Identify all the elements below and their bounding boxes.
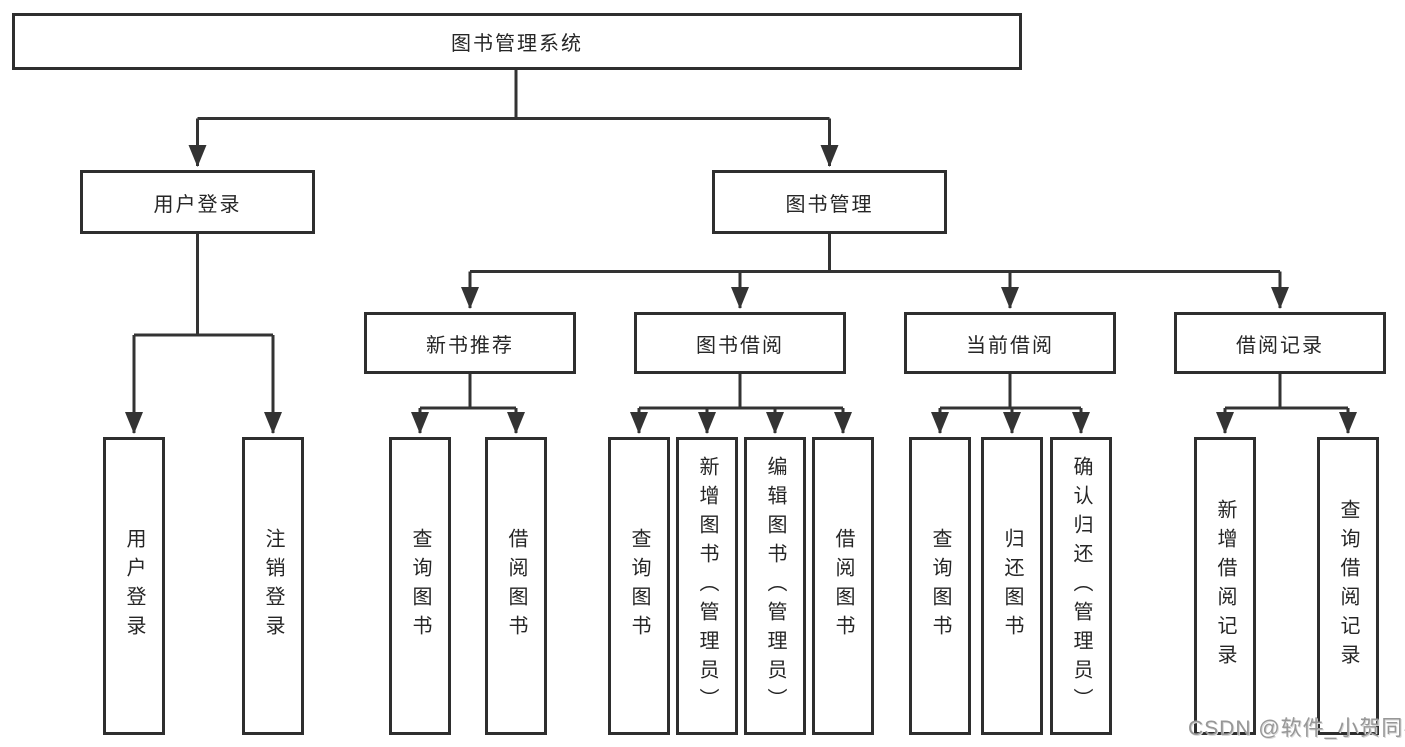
leaf-confirm-return-admin: 确认归还（管理员） xyxy=(1050,437,1112,735)
leaf-edit-book-admin-label: 编辑图书（管理员） xyxy=(764,455,786,717)
leaf-edit-book-admin: 编辑图书（管理员） xyxy=(744,437,806,735)
node-user-login: 用户登录 xyxy=(80,170,315,234)
leaf-logout: 注销登录 xyxy=(242,437,304,735)
node-current-borrowing-label: 当前借阅 xyxy=(966,334,1054,357)
leaf-query-books-recommend-label: 查询图书 xyxy=(409,528,431,644)
leaf-borrow-books-recommend-label: 借阅图书 xyxy=(505,528,527,644)
node-root: 图书管理系统 xyxy=(12,13,1022,70)
leaf-add-borrow-record: 新增借阅记录 xyxy=(1194,437,1256,735)
leaf-return-books-label: 归还图书 xyxy=(1001,528,1023,644)
watermark: CSDN @软件_小贺同学 xyxy=(1188,717,1405,740)
leaf-query-books-current-label: 查询图书 xyxy=(929,528,951,644)
leaf-logout-label: 注销登录 xyxy=(262,528,284,644)
node-root-label: 图书管理系统 xyxy=(451,33,583,55)
leaf-confirm-return-admin-label: 确认归还（管理员） xyxy=(1070,455,1092,717)
node-current-borrowing: 当前借阅 xyxy=(904,312,1116,374)
node-book-borrowing-label: 图书借阅 xyxy=(696,334,784,357)
leaf-query-books-recommend: 查询图书 xyxy=(389,437,451,735)
node-new-book-recommend-label: 新书推荐 xyxy=(426,334,514,357)
leaf-add-book-admin-label: 新增图书（管理员） xyxy=(696,455,718,717)
leaf-return-books: 归还图书 xyxy=(981,437,1043,735)
node-borrowing-records-label: 借阅记录 xyxy=(1236,334,1324,357)
leaf-borrow-books-borrowing: 借阅图书 xyxy=(812,437,874,735)
leaf-user-login-label: 用户登录 xyxy=(123,528,145,644)
node-book-management: 图书管理 xyxy=(712,170,947,234)
leaf-add-book-admin: 新增图书（管理员） xyxy=(676,437,738,735)
node-borrowing-records: 借阅记录 xyxy=(1174,312,1386,374)
node-user-login-label: 用户登录 xyxy=(153,193,242,216)
leaf-query-borrow-record-label: 查询借阅记录 xyxy=(1337,499,1359,673)
leaf-query-books-borrowing-label: 查询图书 xyxy=(628,528,650,644)
node-book-borrowing: 图书借阅 xyxy=(634,312,846,374)
node-book-management-label: 图书管理 xyxy=(785,193,874,216)
leaf-add-borrow-record-label: 新增借阅记录 xyxy=(1214,499,1236,673)
leaf-user-login: 用户登录 xyxy=(103,437,165,735)
leaf-query-borrow-record: 查询借阅记录 xyxy=(1317,437,1379,735)
leaf-borrow-books-recommend: 借阅图书 xyxy=(485,437,547,735)
leaf-borrow-books-borrowing-label: 借阅图书 xyxy=(832,528,854,644)
leaf-query-books-borrowing: 查询图书 xyxy=(608,437,670,735)
leaf-query-books-current: 查询图书 xyxy=(909,437,971,735)
node-new-book-recommend: 新书推荐 xyxy=(364,312,576,374)
